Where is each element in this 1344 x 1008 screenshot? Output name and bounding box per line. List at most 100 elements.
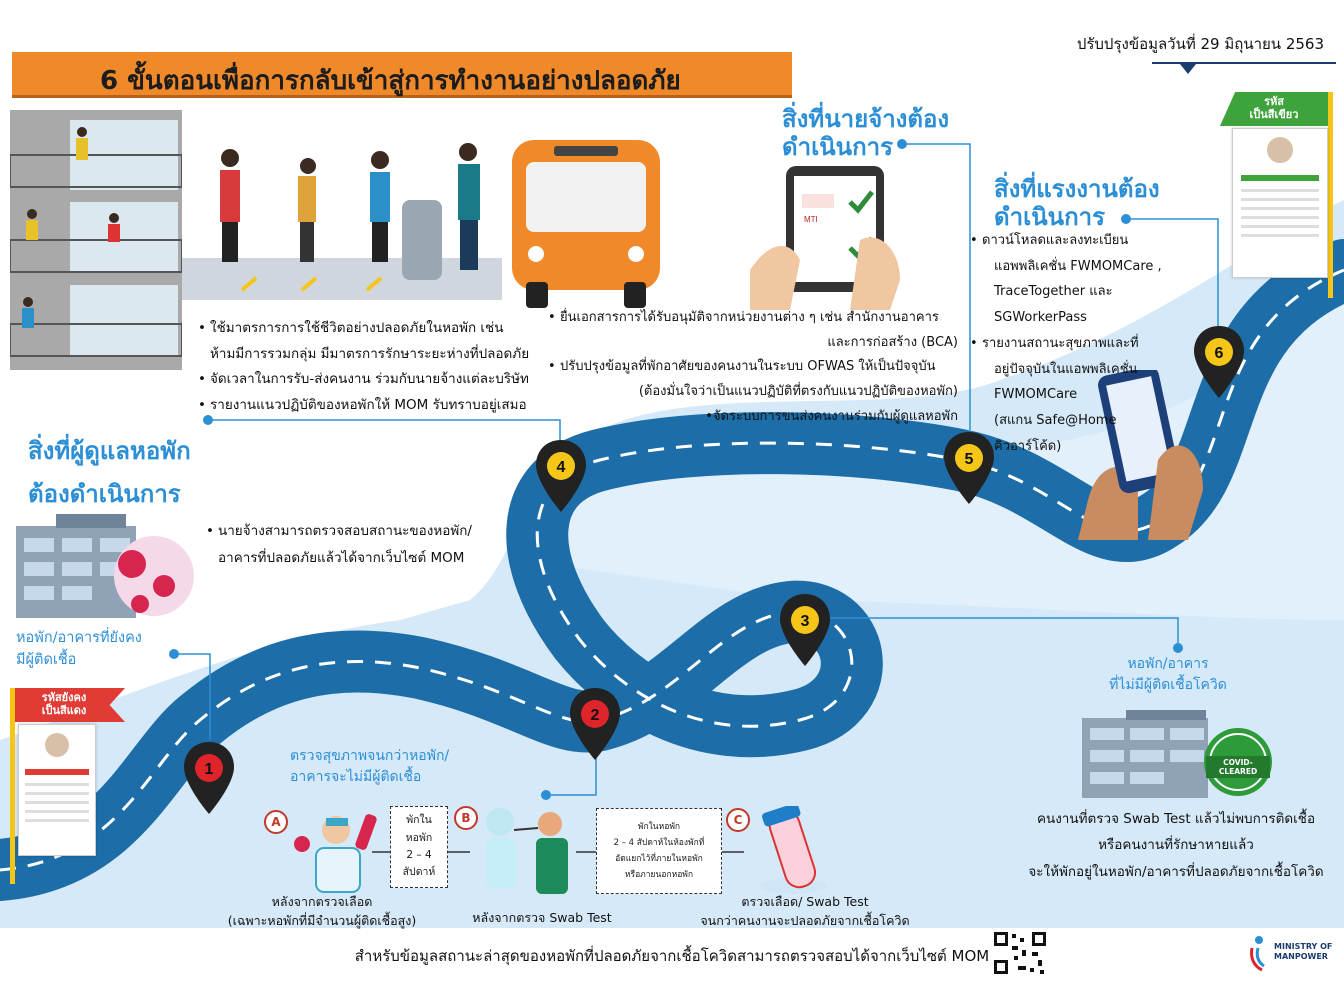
- employer-check-note: •นายจ้างสามารถตรวจสอบสถานะของหอพัก/ อาคา…: [206, 518, 472, 572]
- list-item: •ใช้มาตรการการใช้ชีวิตอย่างปลอดภัยในหอพั…: [198, 320, 504, 336]
- update-date: ปรับปรุงข้อมูลวันที่ 29 มิถุนายน 2563: [1076, 35, 1324, 53]
- step-b-line1: หลังจากตรวจ Swab Test: [472, 910, 612, 925]
- box-b-line: สัปดาห์: [402, 866, 436, 879]
- pin-number-6: 6: [1215, 345, 1224, 362]
- infected-dorm-line2: มีผู้ติดเชื้อ: [16, 651, 77, 668]
- cleared-dorm-line2: ที่ไม่มีผู้ติดเชื้อโควิด: [1109, 677, 1227, 693]
- list-item: (สแกน Safe@Home: [994, 413, 1117, 429]
- pin-number-2: 2: [591, 707, 600, 724]
- box-c-line: อัดแยกไว้ที่ภายในหอพัก: [615, 854, 703, 864]
- list-item: •จัดระบบการขนส่งคนงานร่วมกับผู้ดูแลหอพัก: [705, 408, 958, 424]
- virus-icon: [294, 836, 310, 852]
- list-item: •ยื่นเอกสารการได้รับอนุมัติจากหน่วยงานต่…: [548, 310, 939, 325]
- update-arrow-icon: [1180, 64, 1196, 74]
- bus-illustration: [512, 140, 660, 308]
- step-c-line2: จนกว่าคนงานจะปลอดภัยจากเชื้อโควิด: [700, 913, 910, 929]
- employer-heading: สิ่งที่นายจ้างต้อง ดำเนินการ: [782, 105, 950, 161]
- red-flag-pole: [10, 688, 15, 884]
- connector-line-4: [208, 419, 561, 440]
- phone-app-illustration: [1078, 370, 1203, 540]
- list-item: SGWorkerPass: [994, 310, 1087, 326]
- qr-code-icon[interactable]: [992, 930, 1048, 976]
- health-check-label: ตรวจสุขภาพจนกว่าหอพัก/ อาคารจะไม่มีผู้ติ…: [290, 746, 449, 788]
- worker-bullets: •ดาวน์โหลดและลงทะเบียน แอพพลิเคชั่น FWMO…: [970, 228, 1162, 460]
- virus-icon: [131, 595, 149, 613]
- red-flag-line2: เป็นสีแดง: [41, 704, 87, 718]
- list-item: •ดาวน์โหลดและลงทะเบียน: [970, 233, 1129, 248]
- green-flag: รหัส เป็นสีเขียว: [1220, 92, 1328, 126]
- step-letter-c: C: [726, 808, 750, 832]
- title-bar: [12, 52, 792, 98]
- cleared-note-line: จะให้พักอยู่ในหอพัก/อาคารที่ปลอดภัยจากเช…: [1028, 863, 1324, 880]
- connector-line-6: [1126, 218, 1219, 330]
- infected-dorm-line1: หอพัก/อาคารที่ยังคง: [16, 630, 142, 646]
- list-item: FWMOMCare: [994, 387, 1078, 403]
- update-underline: [1152, 62, 1336, 64]
- connector-line-5: [902, 143, 971, 430]
- infected-dorm-label: หอพัก/อาคารที่ยังคง มีผู้ติดเชื้อ: [16, 628, 142, 672]
- dormitory-building-illustration: [10, 110, 182, 370]
- dorm-operator-heading: สิ่งที่ผู้ดูแลหอพัก ต้องดำเนินการ: [28, 430, 191, 516]
- cleared-dorm-label: หอพัก/อาคาร ที่ไม่มีผู้ติดเชื้อโควิด: [1096, 654, 1240, 696]
- worker-heading-line2: ดำเนินการ: [994, 202, 1105, 231]
- list-item: อยู่ปัจจุบันในแอพพลิเคชั่น: [994, 361, 1138, 377]
- dorm-operator-bullets: •ใช้มาตรการการใช้ชีวิตอย่างปลอดภัยในหอพั…: [198, 316, 529, 419]
- pin-number-5: 5: [965, 451, 974, 468]
- worker-heading: สิ่งที่แรงงานต้อง ดำเนินการ: [994, 175, 1160, 231]
- step-c-label: ตรวจเลือด/ Swab Test จนกว่าคนงานจะปลอดภั…: [700, 892, 910, 931]
- workers-queue-illustration: [182, 143, 502, 300]
- map-pin-6: 6: [1194, 326, 1244, 398]
- map-pin-3: 3: [780, 594, 830, 666]
- box-b-line: หอพัก: [405, 831, 433, 844]
- map-pin-1: 1: [184, 742, 234, 814]
- list-item: •รายงานแนวปฏิบัติของหอพักให้ MOM รับทราบ…: [198, 396, 527, 413]
- worker-pass-card-green: [1232, 128, 1328, 278]
- covid-cleared-badge-text: COVID-CLEARED: [1206, 756, 1270, 778]
- step-letter-a: A: [264, 810, 288, 834]
- cleared-workers-note: คนงานที่ตรวจ Swab Test แล้วไม่พบการติดเช…: [1026, 806, 1326, 885]
- green-flag-line1: รหัส: [1264, 95, 1284, 108]
- worker-pass-card-red: [18, 724, 96, 856]
- employer-heading-line2: ดำเนินการ: [782, 132, 893, 161]
- step-a-label: หลังจากตรวจเลือด (เฉพาะหอพักที่มีจำนวนผู…: [222, 892, 422, 931]
- list-item: คิวอาร์โค้ด): [994, 438, 1062, 454]
- avatar: [45, 733, 69, 757]
- box-c-line: พักในหอพัก: [637, 821, 681, 832]
- blood-test-illustration: [294, 814, 377, 893]
- pin-number-3: 3: [801, 613, 810, 630]
- worker-heading-line1: สิ่งที่แรงงานต้อง: [994, 175, 1160, 203]
- green-flag-line2: เป็นสีเขียว: [1249, 108, 1299, 122]
- status-strip: [25, 769, 89, 775]
- list-item: แอพพลิเคชั่น FWMOMCare ,: [994, 258, 1162, 274]
- box-b-line: พักใน: [406, 814, 432, 827]
- virus-icon: [118, 550, 146, 578]
- test-tube-illustration: [759, 806, 827, 894]
- step-b-label: หลังจากตรวจ Swab Test: [462, 908, 622, 928]
- page-title: 6 ขั้นตอนเพื่อการกลับเข้าสู่การทำงานอย่า…: [100, 66, 681, 96]
- dorm-operator-heading-line1: สิ่งที่ผู้ดูแลหอพัก: [28, 437, 191, 465]
- map-pin-5: 5: [944, 432, 994, 504]
- list-item: •รายงานสถานะสุขภาพและที่: [970, 335, 1139, 351]
- tablet-logo-text: MTI: [804, 215, 818, 224]
- quarantine-box-b: พักใน หอพัก 2 – 4 สัปดาห์: [390, 806, 448, 888]
- road-centerline: [0, 268, 1344, 872]
- quarantine-box-c: พักในหอพัก 2 – 4 สัปดาห์ในห้องพักที่ อัด…: [596, 808, 722, 894]
- connector-line-3: [830, 617, 1179, 648]
- connector-line-1: [174, 653, 211, 740]
- connector-line-2: [546, 756, 597, 796]
- list-item: (ต้องมั่นใจว่าเป็นแนวปฏิบัติที่ตรงกับแนว…: [638, 384, 958, 400]
- step-a-line1: หลังจากตรวจเลือด: [271, 894, 373, 909]
- green-flag-pole: [1328, 92, 1333, 298]
- employer-heading-line1: สิ่งที่นายจ้างต้อง: [782, 105, 950, 133]
- list-item: TraceTogether และ: [994, 284, 1113, 300]
- ministry-logo-icon: [1250, 936, 1265, 972]
- red-flag: รหัสยังคง เป็นสีแดง: [15, 688, 125, 722]
- list-item: และการก่อสร้าง (BCA): [827, 334, 958, 350]
- swab-test-illustration: [486, 808, 568, 894]
- pin-number-4: 4: [557, 459, 566, 476]
- list-item: อาคารที่ปลอดภัยแล้วได้จากเว็บไซต์ MOM: [218, 550, 465, 566]
- list-item: •ปรับปรุงข้อมูลที่พักอาศัยของคนงานในระบบ…: [548, 359, 936, 375]
- infected-dorm-illustration: [16, 514, 194, 618]
- pin-number-1: 1: [205, 761, 214, 778]
- box-b-line: 2 – 4: [406, 849, 432, 861]
